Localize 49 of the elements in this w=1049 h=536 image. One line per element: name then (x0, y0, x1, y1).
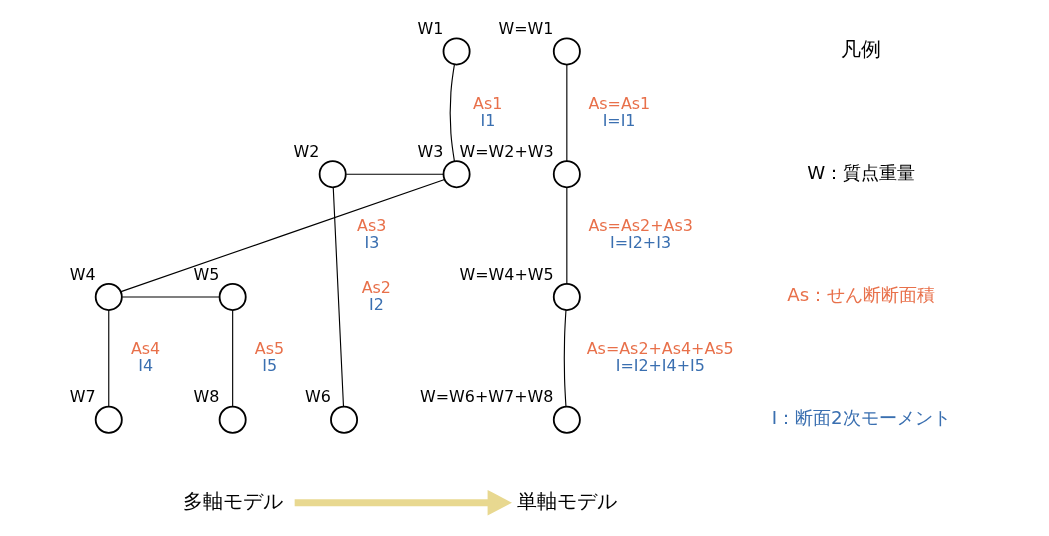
node-circle (552, 160, 581, 189)
edge-label: As2 I2 (361, 277, 391, 314)
connector (345, 173, 444, 175)
label: I：断面2次モーメント (771, 407, 951, 429)
arrow (294, 489, 512, 516)
node-circle (442, 160, 471, 189)
connector (120, 178, 446, 293)
node-label: W=W6+W7+W8 (420, 387, 554, 407)
node-text: 多軸モデル (182, 488, 283, 513)
node-circle (330, 405, 359, 434)
node-circle (94, 405, 123, 434)
node-label: W4 (69, 264, 96, 284)
node-label: W=W4+W5 (459, 264, 554, 284)
node-label: W8 (193, 387, 220, 407)
node-label: W2 (293, 141, 320, 161)
edge-label: As=As1 I=I1 (588, 93, 651, 130)
label: As：せん断断面積 (787, 284, 936, 306)
connector (121, 296, 220, 298)
connector (232, 309, 234, 408)
edge-label: As4 I4 (130, 339, 161, 376)
connector (563, 309, 567, 407)
node-label: W5 (193, 264, 220, 284)
node-circle (552, 37, 581, 66)
connector (566, 64, 568, 162)
edge-label: As3 I3 (357, 216, 387, 253)
node-circle (318, 160, 347, 189)
node-circle (442, 37, 471, 66)
node-circle (218, 283, 247, 311)
connector (108, 309, 110, 408)
connector (449, 63, 455, 162)
node-circle (94, 283, 123, 311)
edge-label: As1 I1 (473, 93, 503, 130)
node-label: W6 (304, 387, 331, 407)
node-label: W=W2+W3 (459, 141, 554, 161)
edge-label: As5 I5 (254, 339, 285, 376)
connector (566, 186, 568, 285)
label: 凡例 (841, 37, 882, 62)
node-label: W7 (69, 387, 96, 407)
node-circle (552, 283, 581, 311)
edge-label: As=As2+As3 I=I2+I3 (588, 216, 693, 253)
node-label: W=W1 (498, 19, 554, 39)
connector (332, 186, 345, 408)
node-label: W1 (417, 19, 444, 39)
node-circle (218, 405, 247, 434)
label: W：質点重量 (807, 161, 916, 183)
edge-label: As=As2+As4+As5 I=I2+I4+I5 (586, 339, 734, 376)
node-circle (552, 405, 581, 434)
node-text: 単軸モデル (516, 488, 617, 513)
node-label: W3 (417, 141, 444, 161)
